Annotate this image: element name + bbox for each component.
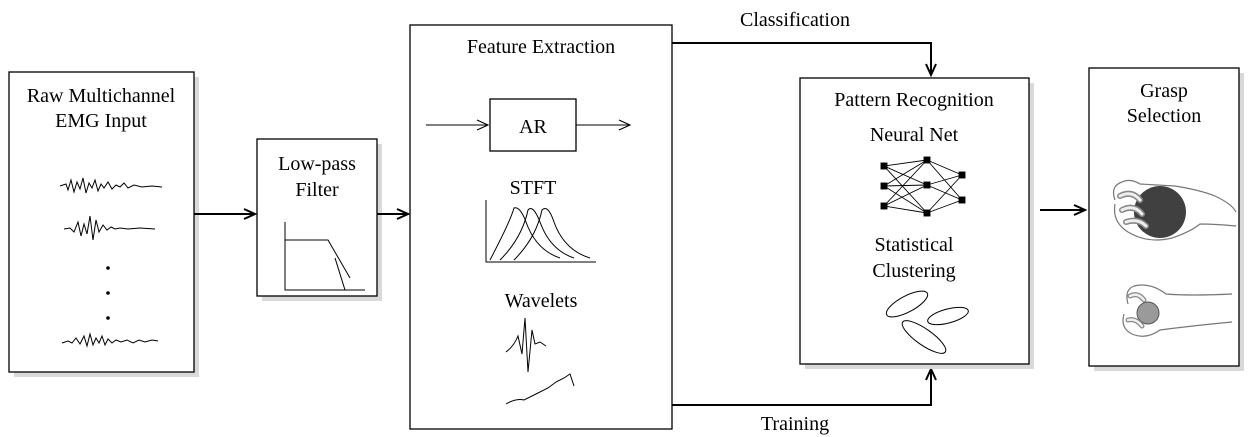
lowpass-title-line2: Filter <box>295 179 339 201</box>
grasp-title-line1: Grasp <box>1140 80 1188 102</box>
training-path: Training <box>672 369 931 435</box>
training-label: Training <box>761 413 829 435</box>
ar-model: AR <box>426 98 632 152</box>
neural-net-diagram <box>880 156 966 217</box>
filter-response-plot <box>284 222 365 291</box>
ellipsis-dot <box>106 266 110 270</box>
stft-label: STFT <box>510 177 557 199</box>
ellipsis-dot <box>106 291 110 295</box>
emg-input-block: Raw Multichannel EMG Input <box>8 71 199 377</box>
wavelet-plot <box>505 317 575 405</box>
wavelets-label: Wavelets <box>505 290 578 312</box>
neural-net-label: Neural Net <box>870 124 959 146</box>
clustering-label-line2: Clustering <box>872 260 955 282</box>
lowpass-title-line1: Low-pass <box>278 153 356 175</box>
emg-input-title-line2: EMG Input <box>55 110 147 132</box>
precision-grasp-illustration <box>1122 284 1233 337</box>
feature-extraction-block: Feature Extraction AR STFT Wavelets <box>409 24 673 430</box>
lowpass-filter-block: Low-pass Filter <box>256 138 382 301</box>
emg-input-title-line1: Raw Multichannel <box>27 85 176 107</box>
classification-label: Classification <box>740 9 850 31</box>
pattern-recognition-block: Pattern Recognition Neural Net <box>799 77 1034 369</box>
ellipsis-dot <box>106 316 110 320</box>
grasp-title-line2: Selection <box>1127 105 1201 127</box>
cluster-ellipses <box>885 290 969 354</box>
clustering-label-line1: Statistical <box>875 234 954 256</box>
stft-plot <box>485 200 596 263</box>
feature-extraction-title: Feature Extraction <box>467 36 615 58</box>
power-grasp-illustration <box>1112 179 1237 241</box>
ar-label: AR <box>519 116 547 138</box>
grasp-selection-block: Grasp Selection <box>1088 67 1244 371</box>
pattern-recognition-title: Pattern Recognition <box>834 89 993 111</box>
emg-signal-traces <box>59 177 163 348</box>
classification-path: Classification <box>672 9 931 75</box>
